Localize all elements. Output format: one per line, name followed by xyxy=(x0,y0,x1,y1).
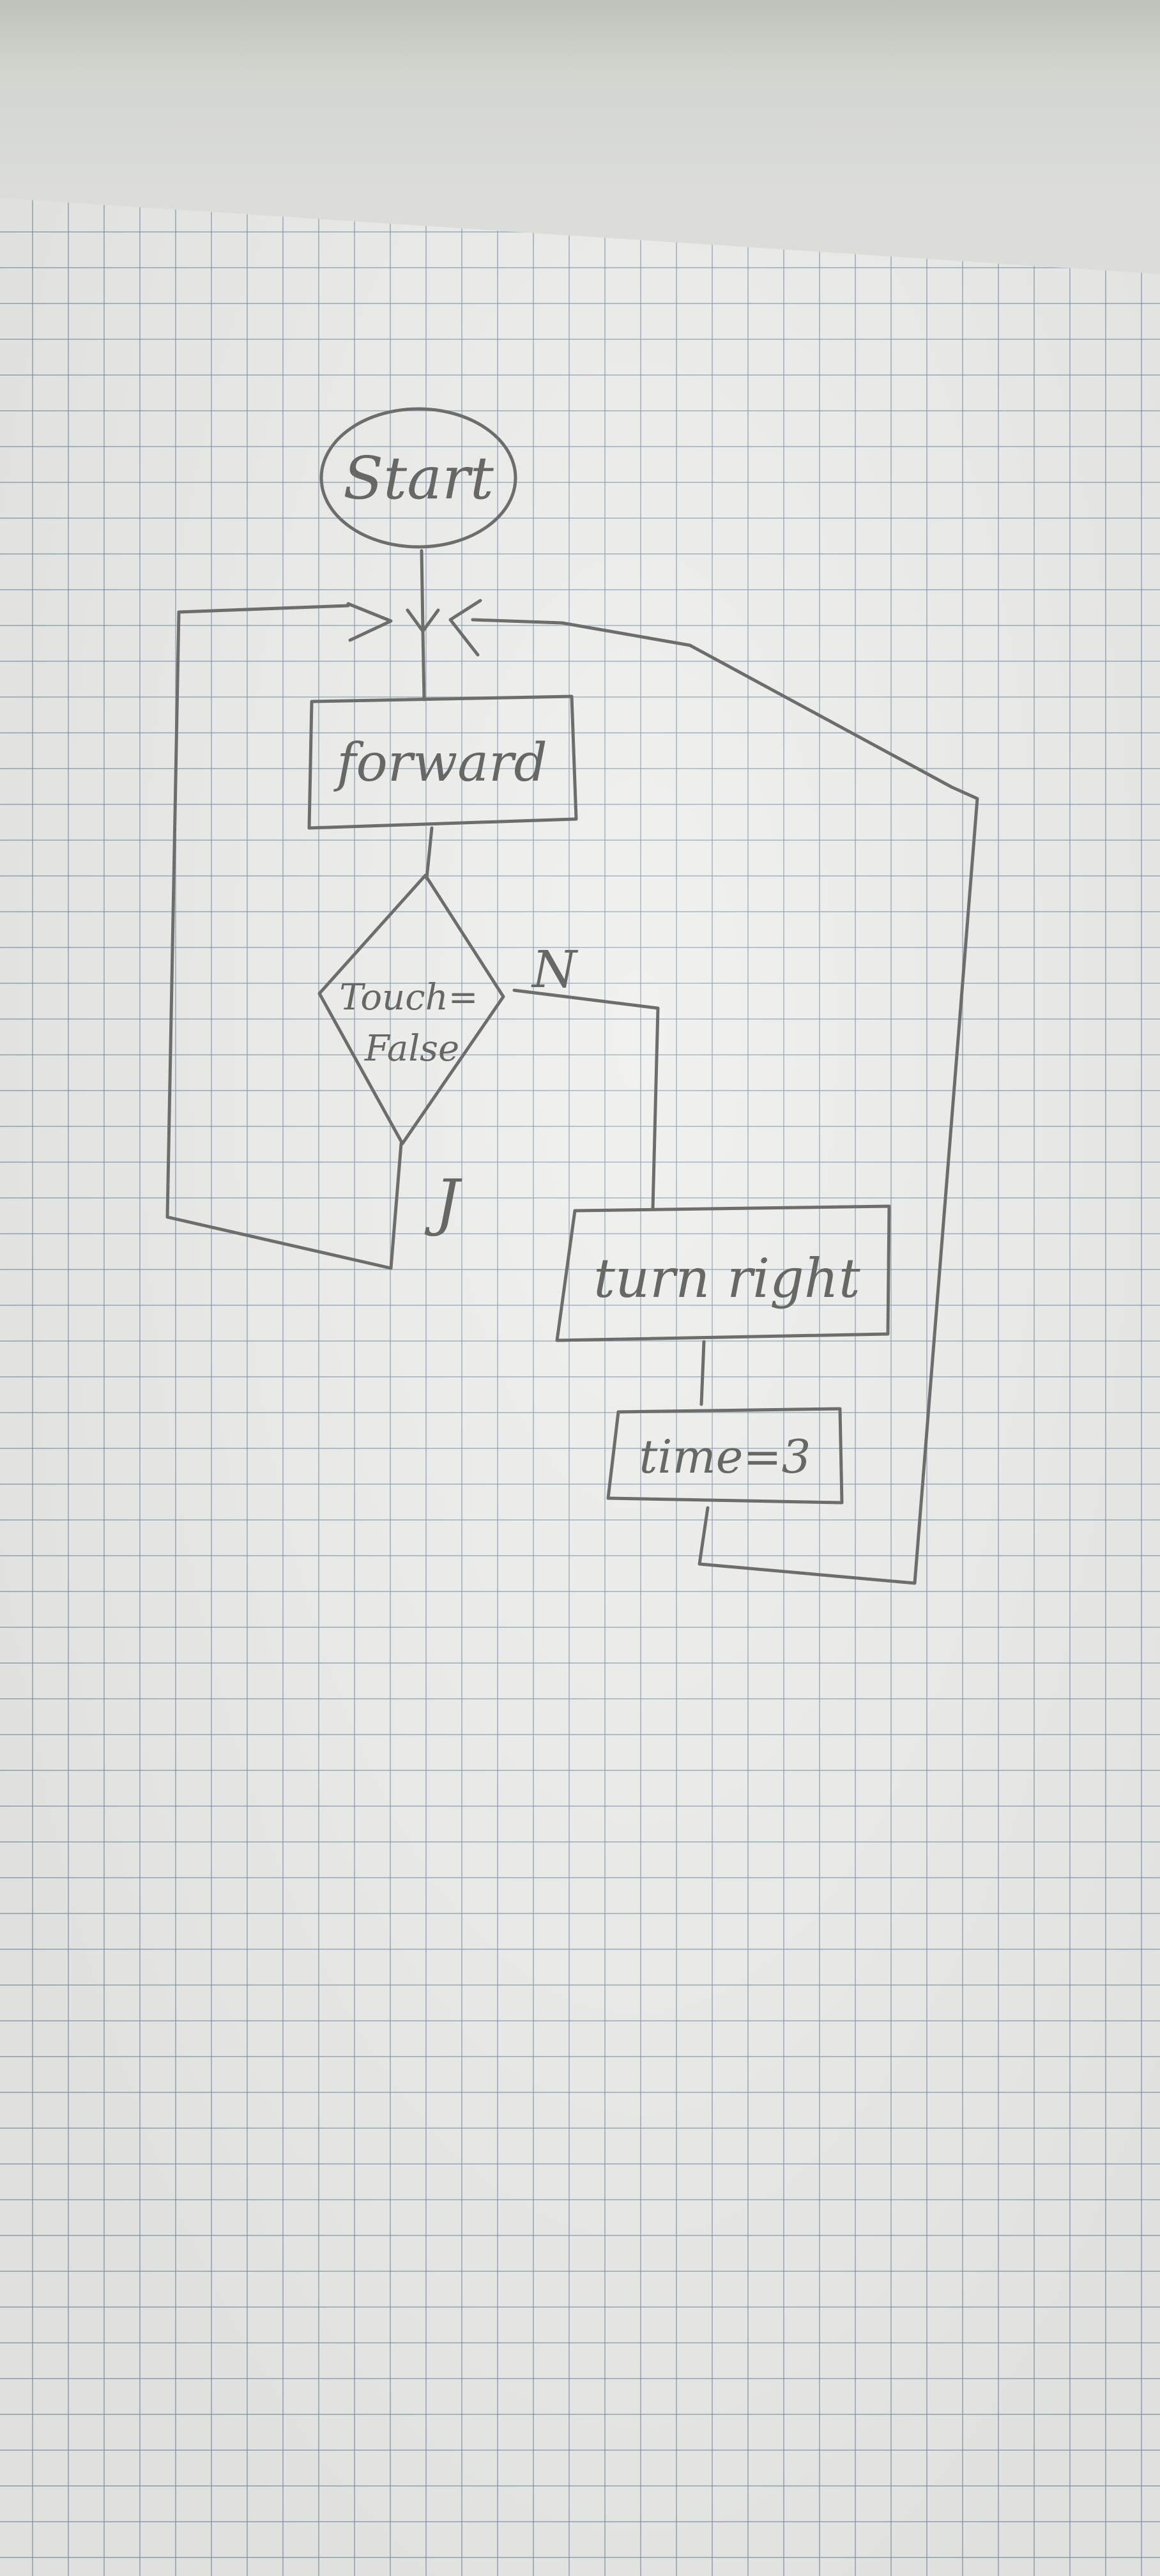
branch-yes-label: J xyxy=(424,1167,462,1238)
start-label: Start xyxy=(343,444,494,512)
time-node: time=3 xyxy=(606,1407,844,1505)
forward-box xyxy=(307,694,578,830)
connector-time-loop xyxy=(471,618,979,1585)
connector-turn-to-time xyxy=(699,1340,706,1406)
arrowhead-loop-right xyxy=(448,599,482,657)
connector-yes-loop xyxy=(165,604,403,1270)
branch-no-label: N xyxy=(531,940,579,999)
forward-label: forward xyxy=(333,733,547,793)
connector-forward-to-decision xyxy=(425,826,434,880)
arrowhead-loop-left xyxy=(346,602,393,642)
connector-no-branch xyxy=(512,988,660,1211)
decision-label-line2: False xyxy=(364,1028,459,1070)
decision-label-line1: Touch= xyxy=(339,977,478,1018)
time-label: time=3 xyxy=(639,1430,811,1483)
connector-merge-to-forward xyxy=(421,631,426,702)
decision-node: Touch= False xyxy=(317,873,505,1146)
turn-right-node: turn right xyxy=(555,1204,891,1342)
turn-right-label: turn right xyxy=(593,1247,860,1310)
start-node: Start xyxy=(319,407,517,549)
forward-node: forward xyxy=(307,694,578,830)
graph-paper-sheet xyxy=(0,198,1160,2576)
start-oval xyxy=(319,407,517,549)
paper-lighting xyxy=(0,198,1160,2576)
turn-right-box xyxy=(555,1204,891,1342)
arrow-start-to-merge xyxy=(420,549,425,631)
time-box xyxy=(606,1407,844,1505)
